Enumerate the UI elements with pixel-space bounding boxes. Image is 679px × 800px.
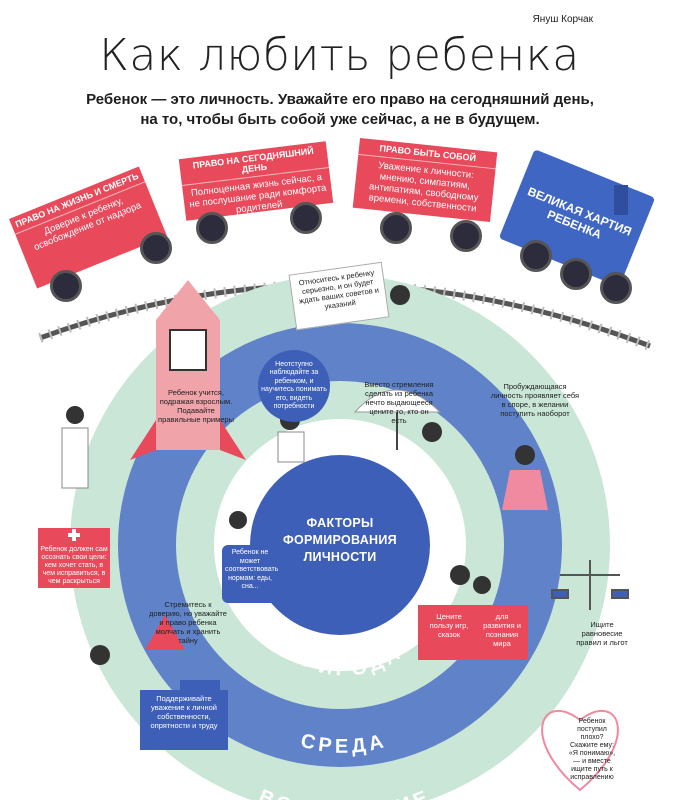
wheel [196, 212, 228, 244]
wheel [290, 202, 322, 234]
heart-icon [541, 709, 619, 792]
wheel [560, 258, 592, 290]
people-illustrations [61, 285, 548, 665]
note-goals: Ребенок должен сам осознать свои цели: к… [38, 546, 110, 586]
note-dispute: Пробуждающаяся личность проявляет себя в… [490, 382, 580, 418]
book-illustration [418, 605, 528, 660]
wagon-1: Право на жизнь и смерть Доверие к ребенк… [9, 166, 167, 289]
note-property: Поддерживайте уважение к личной собствен… [140, 690, 228, 750]
note-observe-text: Неотступно наблюдайте за ребенком, и нау… [261, 360, 327, 411]
author: Януш Корчак [532, 14, 593, 25]
wheel [380, 212, 412, 244]
note-trust: Стремитесь к доверию, но уважайте и прав… [149, 600, 227, 645]
note-property-text: Поддерживайте уважение к личной собствен… [150, 694, 218, 730]
note-norms-text: Ребенок не может соответствовать нормам:… [225, 549, 279, 590]
note-goals-text: Ребенок должен сам осознать свои цели: к… [40, 546, 108, 585]
umbrella-icon [353, 389, 442, 413]
note-observe: Неотступно наблюдайте за ребенком, и нау… [258, 350, 330, 422]
rocket-illustration [130, 280, 246, 460]
subtitle: Ребенок — это личность. Уважайте его пра… [40, 90, 640, 130]
note-games: Цените пользу игр, сказок [429, 612, 469, 639]
note-balance: Ищите равновесие правил и льгот [576, 620, 628, 647]
scales-icon [551, 560, 629, 610]
wheel [520, 240, 552, 272]
note-imitation: Ребенок учится, подражая взрослым. Подав… [158, 388, 234, 424]
train: Право на жизнь и смерть Доверие к ребенк… [0, 0, 679, 330]
note-world: для развития и познания мира [483, 612, 521, 648]
wheel [600, 272, 632, 304]
note-mistake: Ребенок поступил плохо? Скажите ему: «Я … [568, 718, 616, 781]
subtitle-line-2: на то, чтобы быть собой уже сейчас, а не… [140, 111, 540, 128]
wheel [50, 270, 82, 302]
subtitle-line-1: Ребенок — это личность. Уважайте его пра… [86, 91, 594, 108]
wheel [450, 220, 482, 252]
note-appreciate: Вместо стремления сделать из ребенка неч… [364, 380, 434, 425]
page-title: Как любить ребенка [99, 30, 580, 81]
center-label: ФАКТОРЫ ФОРМИРОВАНИЯ ЛИЧНОСТИ [283, 516, 397, 564]
wheel [140, 232, 172, 264]
chimney [614, 185, 628, 215]
wagon-3: Право быть собой Уважение к личности: мн… [352, 137, 498, 223]
note-norms: Ребенок не может соответствовать нормам:… [222, 545, 278, 603]
center-circle [250, 455, 430, 635]
